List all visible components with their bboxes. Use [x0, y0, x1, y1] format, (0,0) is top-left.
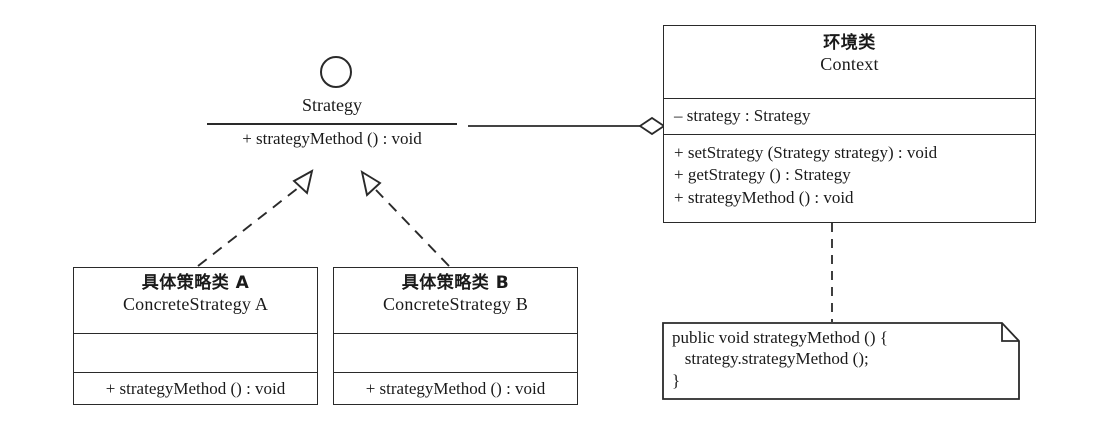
context-operation: + setStrategy (Strategy strategy) : void: [674, 143, 938, 162]
note-shape-with-folded-corner: [662, 322, 1020, 400]
context-operation: + strategyMethod () : void: [674, 187, 854, 207]
concrete-a-name-zh: 具体策略类 A: [141, 273, 250, 293]
concrete-strategy-a-box[interactable]: 具体策略类 A ConcreteStrategy A + strategyMet…: [73, 267, 318, 405]
realization-hollow-triangle-a: [292, 169, 314, 195]
note-code-text: public void strategyMethod () { strategy…: [672, 328, 888, 390]
concrete-strategy-b-box[interactable]: 具体策略类 B ConcreteStrategy B + strategyMet…: [333, 267, 578, 405]
context-name-compartment: 环境类 Context: [664, 26, 1035, 98]
concrete-a-name-compartment: 具体策略类 A ConcreteStrategy A: [74, 268, 317, 333]
concrete-b-attributes-compartment: [334, 333, 577, 372]
concrete-b-operations-compartment: + strategyMethod () : void: [334, 372, 577, 406]
concrete-b-name-zh: 具体策略类 B: [401, 273, 510, 293]
context-name-en: Context: [820, 53, 879, 74]
context-operation: + getStrategy () : Strategy: [674, 165, 851, 185]
concrete-b-name-en: ConcreteStrategy B: [382, 293, 529, 314]
context-attributes-compartment: – strategy : Strategy: [664, 98, 1035, 134]
concrete-b-operation: + strategyMethod () : void: [365, 379, 546, 398]
strategy-separator-line: [207, 123, 457, 125]
context-attribute: – strategy : Strategy: [674, 106, 811, 125]
context-name-zh: 环境类: [823, 33, 876, 53]
realization-line-b: [375, 189, 450, 267]
realization-hollow-triangle-b: [360, 170, 382, 197]
concrete-a-operation: + strategyMethod () : void: [105, 379, 286, 398]
concrete-a-operations-compartment: + strategyMethod () : void: [74, 372, 317, 406]
context-class-box[interactable]: 环境类 Context – strategy : Strategy + setS…: [663, 25, 1036, 223]
interface-lollipop-icon: [320, 56, 352, 88]
aggregation-hollow-diamond: [638, 116, 666, 136]
strategy-operation: + strategyMethod () : void: [242, 129, 422, 148]
strategy-interface-name: Strategy: [302, 95, 362, 115]
code-note[interactable]: public void strategyMethod () { strategy…: [662, 322, 1020, 400]
concrete-b-name-compartment: 具体策略类 B ConcreteStrategy B: [334, 268, 577, 333]
realization-line-a: [197, 187, 299, 267]
context-operations-compartment: + setStrategy (Strategy strategy) : void…: [664, 134, 1035, 224]
concrete-a-attributes-compartment: [74, 333, 317, 372]
concrete-a-name-en: ConcreteStrategy A: [122, 293, 269, 314]
